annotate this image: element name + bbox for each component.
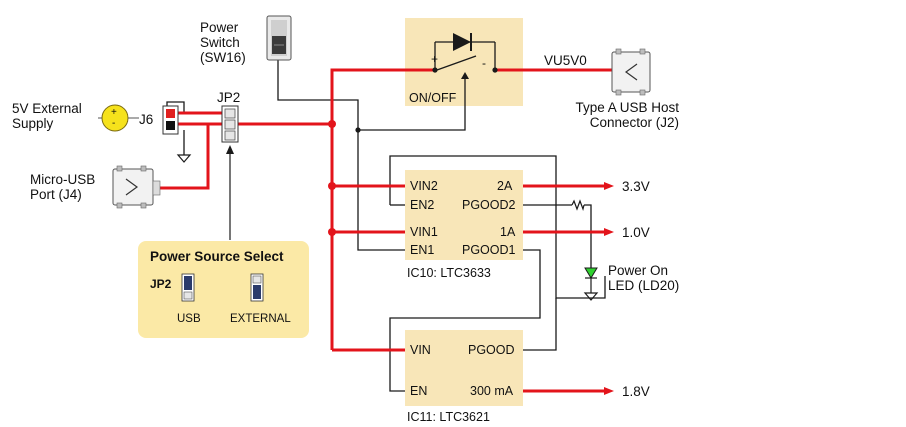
power-switch-line2: Switch <box>200 35 240 50</box>
legend-jumper: JP2 <box>150 277 172 291</box>
ic10-vin1: VIN1 <box>410 225 438 239</box>
switch-plus: + <box>431 52 439 66</box>
rail-arrows <box>604 182 614 395</box>
ic11-pgood: PGOOD <box>468 343 515 357</box>
power-switch-label: Power Switch (SW16) <box>200 20 246 65</box>
vu5v0-label: VU5V0 <box>544 53 587 68</box>
ic10-pgood1: PGOOD1 <box>462 243 516 257</box>
power-switch-line3: (SW16) <box>200 50 246 65</box>
ext-supply-label: 5V External Supply <box>12 101 82 131</box>
power-switch-icon <box>266 15 292 61</box>
ext-supply-line1: 5V External <box>12 101 82 116</box>
power-on-led-line2: LED (LD20) <box>608 278 680 293</box>
power-on-led-label: Power On LED (LD20) <box>608 263 679 293</box>
legend-opt-external: EXTERNAL <box>230 313 291 325</box>
supply-minus: - <box>112 118 116 129</box>
ic10-name: IC10: LTC3633 <box>407 266 491 280</box>
legend-pointer-head <box>226 145 234 154</box>
ic10-en2: EN2 <box>410 198 435 212</box>
ic10-out1: 1A <box>500 225 516 239</box>
switch-symbol <box>432 33 498 79</box>
external-supply-icon <box>98 104 139 132</box>
usb-host-icon <box>611 48 651 96</box>
power-source-legend: Power Source Select JP2 USB EXTERNAL <box>138 241 309 338</box>
legend-opt-usb: USB <box>177 313 201 325</box>
power-wires <box>160 68 612 393</box>
switch-block <box>405 18 523 106</box>
signal-wires <box>166 60 606 392</box>
legend-title: Power Source Select <box>150 249 284 264</box>
jumper-external-icon <box>250 273 264 302</box>
power-switch-line1: Power <box>200 20 239 35</box>
ic11-box <box>405 330 523 406</box>
resistor <box>571 199 585 212</box>
legend-jumper-icons <box>181 273 264 302</box>
micro-usb-icon <box>112 165 161 209</box>
ic10-pgood2: PGOOD2 <box>462 198 516 212</box>
junction-dot <box>355 127 361 133</box>
jp2-label: JP2 <box>217 90 241 105</box>
micro-usb-line1: Micro-USB <box>30 172 96 187</box>
ground-icon <box>583 285 599 301</box>
usb-host-line2: Connector (J2) <box>589 115 679 130</box>
ic10-en1: EN1 <box>410 243 435 257</box>
micro-usb-line2: Port (J4) <box>30 187 82 202</box>
usb-host-line1: Type A USB Host <box>575 100 679 115</box>
micro-usb-label: Micro-USB Port (J4) <box>30 172 95 202</box>
ext-supply-line2: Supply <box>12 116 54 131</box>
ground-icon <box>176 154 192 163</box>
rail-1v0: 1.0V <box>622 225 650 240</box>
on-off-label: ON/OFF <box>409 91 457 105</box>
ic11-name: IC11: LTC3621 <box>407 410 490 424</box>
rail-1v8: 1.8V <box>622 384 650 399</box>
supply-plus: + <box>111 107 117 118</box>
led-icon <box>584 267 598 285</box>
power-on-led-line1: Power On <box>608 263 669 278</box>
ic11-en: EN <box>410 384 428 398</box>
usb-host-label: Type A USB Host Connector (J2) <box>561 100 679 130</box>
rail-3v3: 3.3V <box>622 179 650 194</box>
ic10-box <box>405 170 523 260</box>
j6-label: J6 <box>139 112 154 127</box>
junction-dots <box>328 120 336 236</box>
ic11-out: 300 mA <box>470 384 514 398</box>
switch-minus: - <box>482 56 486 70</box>
jumper-usb-icon <box>181 273 195 302</box>
ic10-vin2: VIN2 <box>410 179 438 193</box>
ic10-out2: 2A <box>497 179 513 193</box>
j6-connector <box>162 105 179 135</box>
jp2-jumper <box>221 105 239 143</box>
ic11-vin: VIN <box>410 343 431 357</box>
